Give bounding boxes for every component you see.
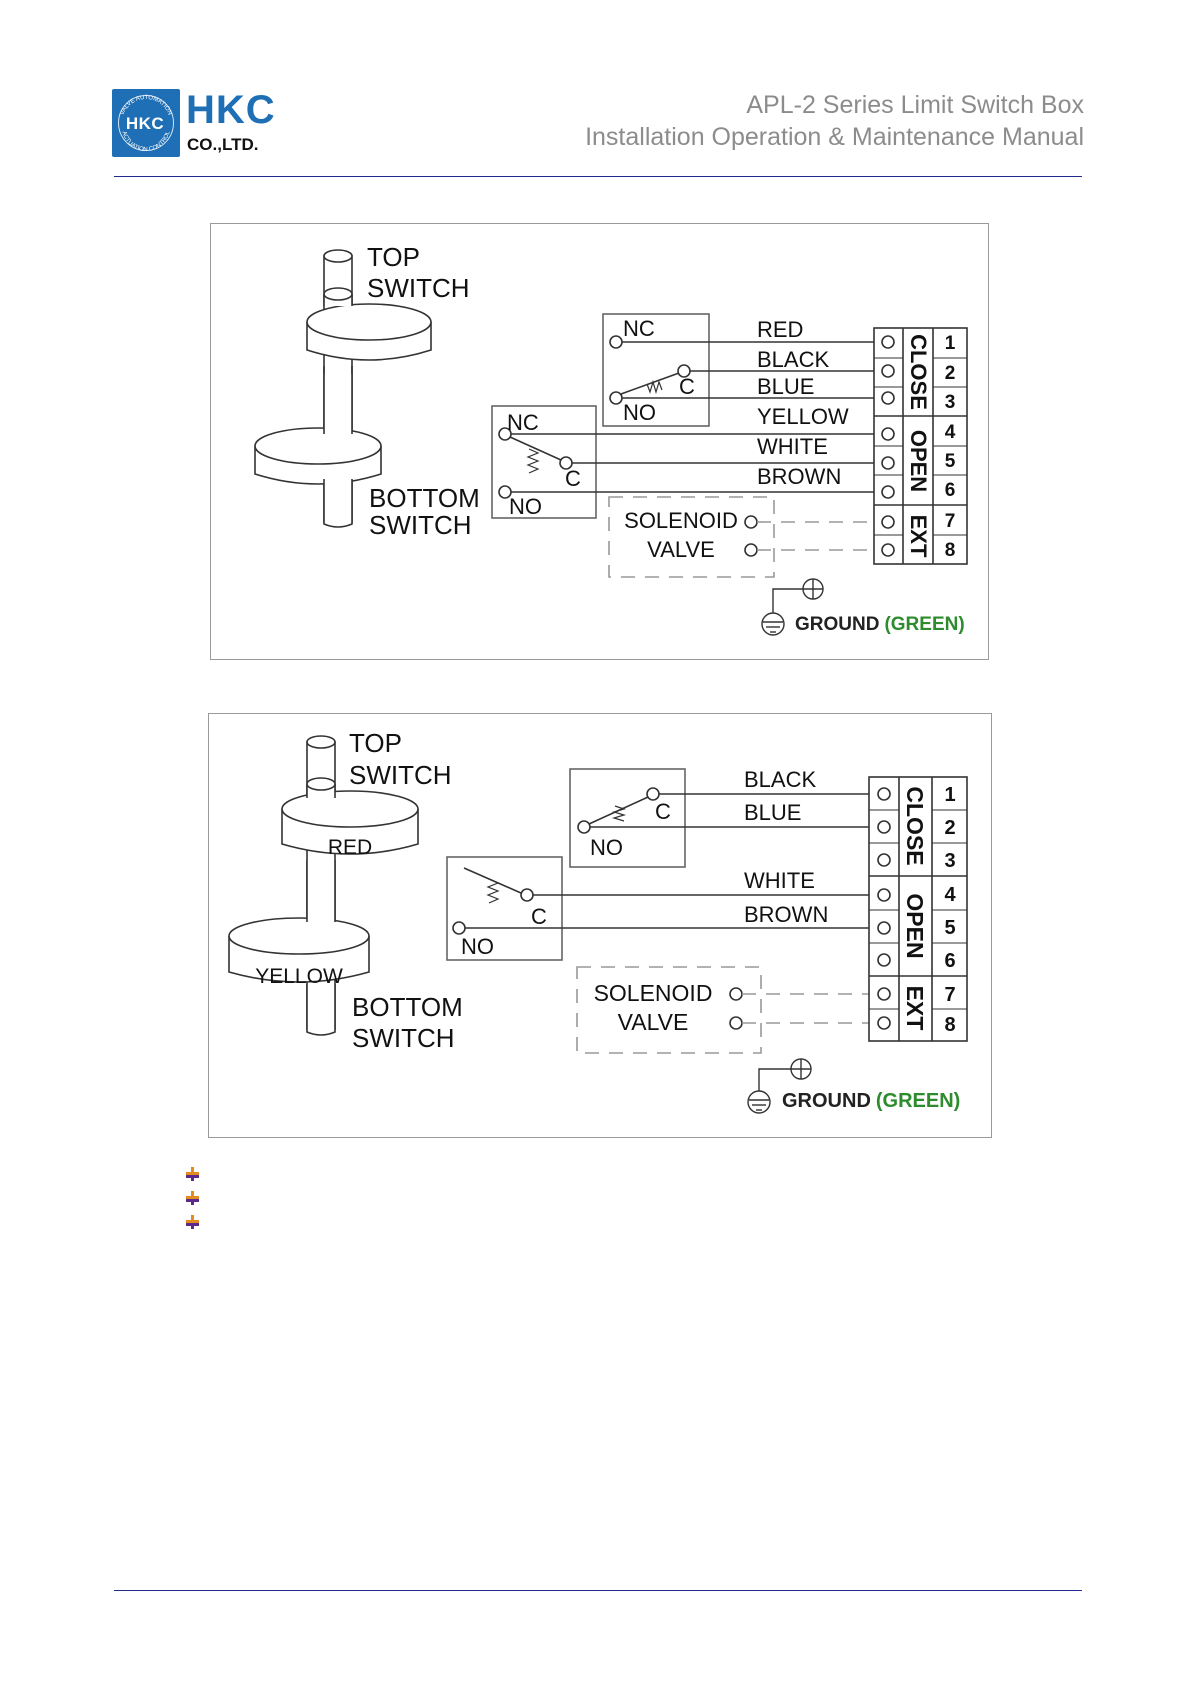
terminal-number: 7 (945, 511, 956, 532)
terminal-number: 7 (944, 984, 955, 1006)
group-label-ext: EXT (906, 515, 931, 558)
group-label-open: OPEN (902, 893, 928, 958)
ground-symbol (761, 578, 824, 636)
bullet-marker-icon (186, 1191, 200, 1205)
terminal-number: 2 (944, 817, 955, 839)
solenoid-valve-box (608, 496, 874, 578)
terminal-number: 6 (945, 480, 956, 501)
top-switch-contacts (569, 768, 686, 868)
top-switch-label-2: SWITCH (367, 273, 470, 303)
terminal-number: 8 (945, 540, 956, 561)
ground-text: GROUND (782, 1090, 871, 1112)
terminal-number: 8 (944, 1014, 955, 1036)
terminal-block (873, 327, 968, 565)
bottom-c-label: C (531, 904, 547, 929)
terminal-number: 4 (945, 422, 956, 443)
solenoid-label-2: VALVE (647, 537, 715, 562)
cam-label-top: RED (328, 836, 372, 859)
bottom-switch-contacts (446, 856, 563, 961)
top-switch-label-2: SWITCH (349, 760, 452, 790)
wire-label-white: WHITE (744, 868, 815, 893)
ground-label: GROUND(GREEN) (795, 614, 965, 635)
logo-ring-text: VALVE AUTOMATION ACTUATION CONTROL (120, 95, 173, 153)
terminal-number: 3 (945, 392, 956, 413)
svg-text:VALVE AUTOMATION: VALVE AUTOMATION (120, 95, 173, 116)
wire-label-red: RED (757, 317, 803, 342)
wires (465, 793, 869, 929)
terminal-number: 1 (944, 784, 955, 806)
wire-label-blue: BLUE (757, 374, 814, 399)
top-c-label: C (679, 374, 695, 399)
solenoid-label-1: SOLENOID (624, 508, 738, 533)
ground-symbol (747, 1058, 812, 1114)
header-rule (114, 176, 1082, 177)
bullet-marker-icon (186, 1215, 200, 1229)
wiring-diagram-1: TOP SWITCH BOTTOM SWITCH NC C NO NC C NO… (210, 223, 989, 660)
wire-label-brown: BROWN (744, 902, 828, 927)
ground-color-text: (GREEN) (876, 1090, 960, 1112)
document-title-line2: Installation Operation & Maintenance Man… (585, 123, 1084, 151)
terminal-number: 1 (945, 333, 956, 354)
top-nc-label: NC (623, 316, 655, 341)
top-c-label: C (655, 799, 671, 824)
brand-name: HKC (186, 88, 276, 132)
bottom-switch-label-2: SWITCH (352, 1023, 455, 1053)
brand-subtitle: CO.,LTD. (187, 135, 259, 154)
ground-text: GROUND (795, 614, 879, 635)
cam-label-bottom: YELLOW (255, 965, 343, 988)
bullet-marker-icon (186, 1167, 200, 1181)
switch-shaft-assembly (254, 249, 432, 528)
group-label-close: CLOSE (902, 786, 928, 865)
wire-label-yellow: YELLOW (757, 404, 849, 429)
wiring-diagram-2: RED YELLOW TOP SWITCH BOTTOM SWITCH C NO… (208, 713, 992, 1138)
top-no-label: NO (590, 835, 623, 860)
terminal-block (868, 776, 968, 1042)
bottom-switch-contacts (491, 405, 597, 519)
document-title: APL-2 Series Limit Switch Box Installati… (585, 89, 1084, 153)
logo-ring-text-top: VALVE AUTOMATION (120, 95, 173, 116)
hkc-logo: VALVE AUTOMATION ACTUATION CONTROL HKC (112, 89, 180, 157)
top-switch-label-1: TOP (349, 728, 402, 758)
wire-label-black: BLACK (744, 767, 816, 792)
wire-label-blue: BLUE (744, 800, 801, 825)
bottom-nc-label: NC (507, 410, 539, 435)
group-label-open: OPEN (906, 430, 931, 492)
bottom-switch-label-1: BOTTOM (369, 483, 480, 513)
bottom-no-label: NO (509, 494, 542, 519)
bottom-switch-label-2: SWITCH (369, 510, 472, 540)
wires (511, 341, 874, 493)
terminal-number: 5 (945, 451, 956, 472)
ground-color-text: (GREEN) (884, 614, 964, 635)
bottom-no-label: NO (461, 934, 494, 959)
footer-rule (114, 1590, 1082, 1591)
solenoid-label-1: SOLENOID (594, 980, 713, 1006)
terminal-number: 6 (944, 950, 955, 972)
group-label-close: CLOSE (906, 334, 931, 410)
terminal-number: 5 (944, 917, 955, 939)
bottom-c-label: C (565, 466, 581, 491)
bottom-switch-label-1: BOTTOM (352, 992, 463, 1022)
wire-label-brown: BROWN (757, 464, 841, 489)
solenoid-valve-box (576, 966, 869, 1054)
top-no-label: NO (623, 400, 656, 425)
ground-label: GROUND(GREEN) (782, 1090, 960, 1112)
wire-label-black: BLACK (757, 347, 829, 372)
switch-shaft-assembly (228, 735, 419, 1036)
terminal-number: 2 (945, 363, 956, 384)
logo-ring (118, 95, 174, 151)
logo-mark-text: HKC (125, 114, 165, 133)
group-label-ext: EXT (902, 986, 928, 1031)
top-switch-contacts (602, 313, 710, 427)
top-switch-label-1: TOP (367, 242, 420, 272)
terminal-number: 3 (944, 850, 955, 872)
solenoid-label-2: VALVE (618, 1009, 689, 1035)
document-title-line1: APL-2 Series Limit Switch Box (746, 91, 1084, 119)
wire-label-white: WHITE (757, 434, 828, 459)
terminal-number: 4 (944, 884, 956, 906)
